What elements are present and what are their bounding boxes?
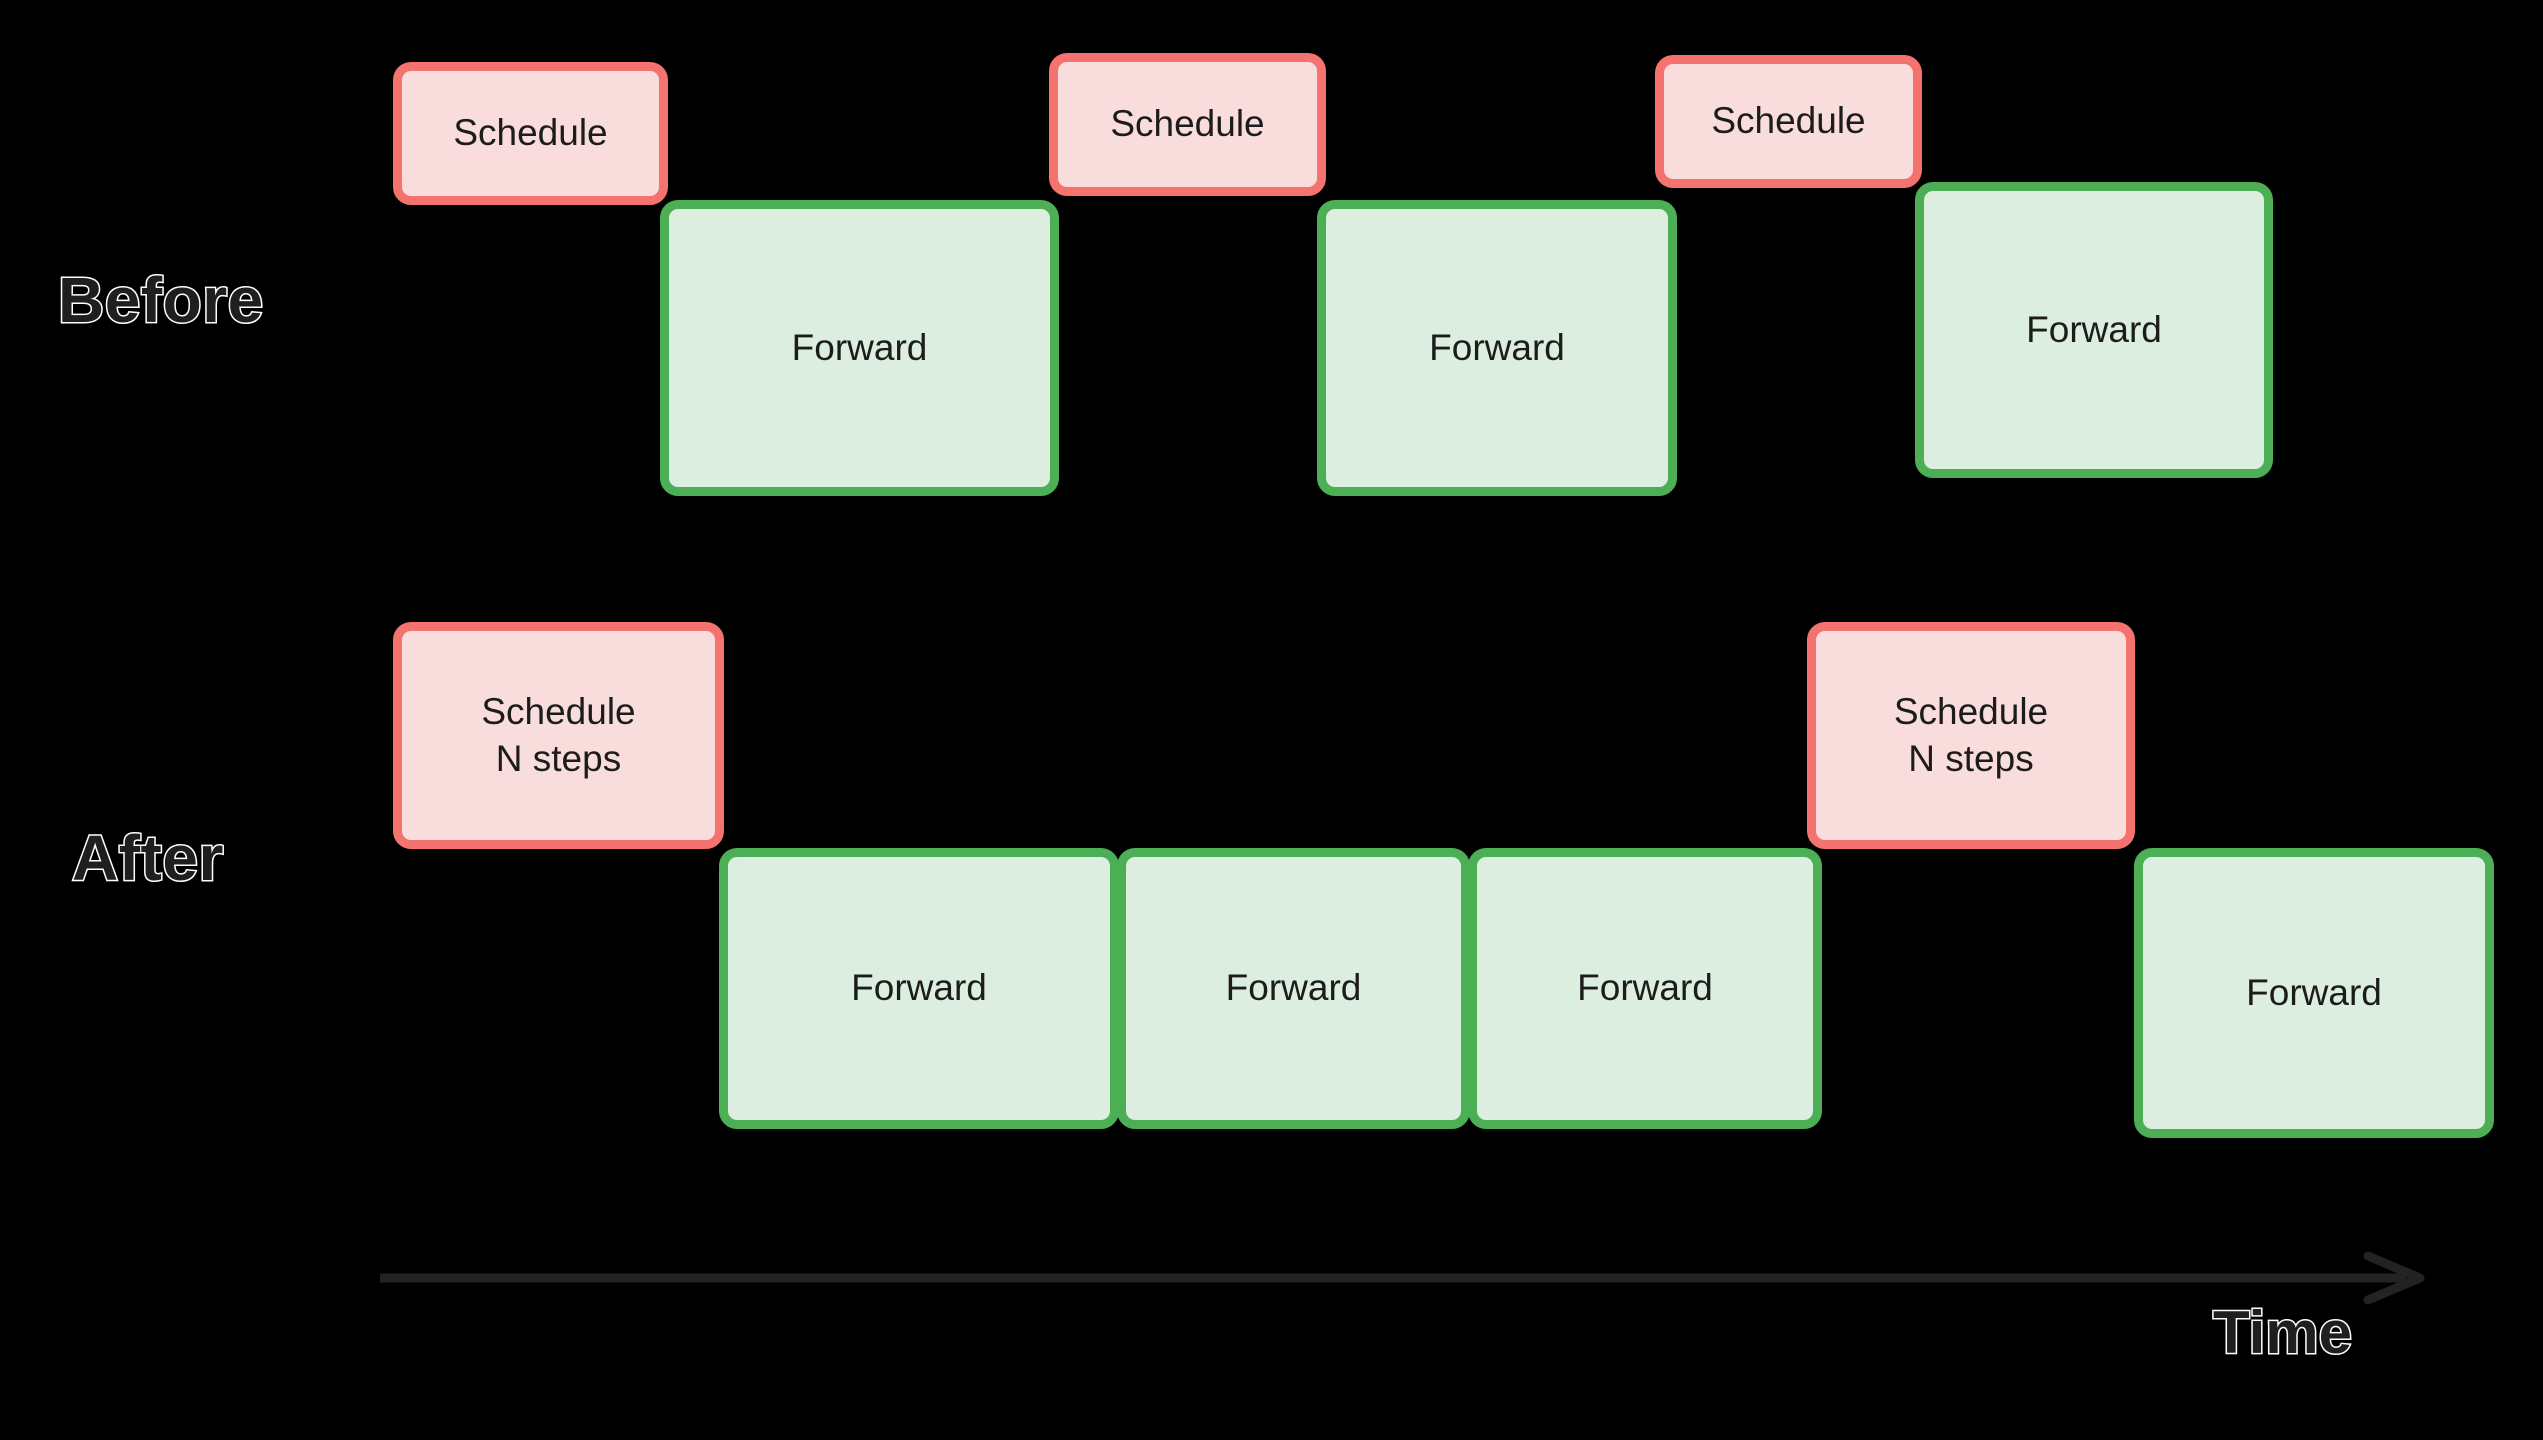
before-forward-block-1: Forward [660, 200, 1059, 496]
after-forward-block-4: Forward [2134, 848, 2494, 1138]
before-schedule-block-3: Schedule [1655, 55, 1922, 188]
before-schedule-block-2: Schedule [1049, 53, 1326, 196]
before-forward-block-2: Forward [1317, 200, 1677, 496]
before-schedule-block-1: Schedule [393, 62, 668, 205]
arrow-right-icon [380, 1251, 2425, 1305]
time-axis [380, 1248, 2440, 1308]
before-forward-block-3: Forward [1915, 182, 2273, 478]
after-forward-block-3: Forward [1468, 848, 1822, 1129]
row-label-after: After [71, 822, 225, 894]
after-forward-block-2: Forward [1117, 848, 1470, 1129]
after-forward-block-1: Forward [719, 848, 1119, 1129]
row-label-before: Before [57, 264, 265, 336]
after-schedule-n-steps-block-1: Schedule N steps [393, 622, 724, 849]
time-axis-label: Time [2212, 1299, 2354, 1366]
after-schedule-n-steps-block-2: Schedule N steps [1807, 622, 2135, 849]
